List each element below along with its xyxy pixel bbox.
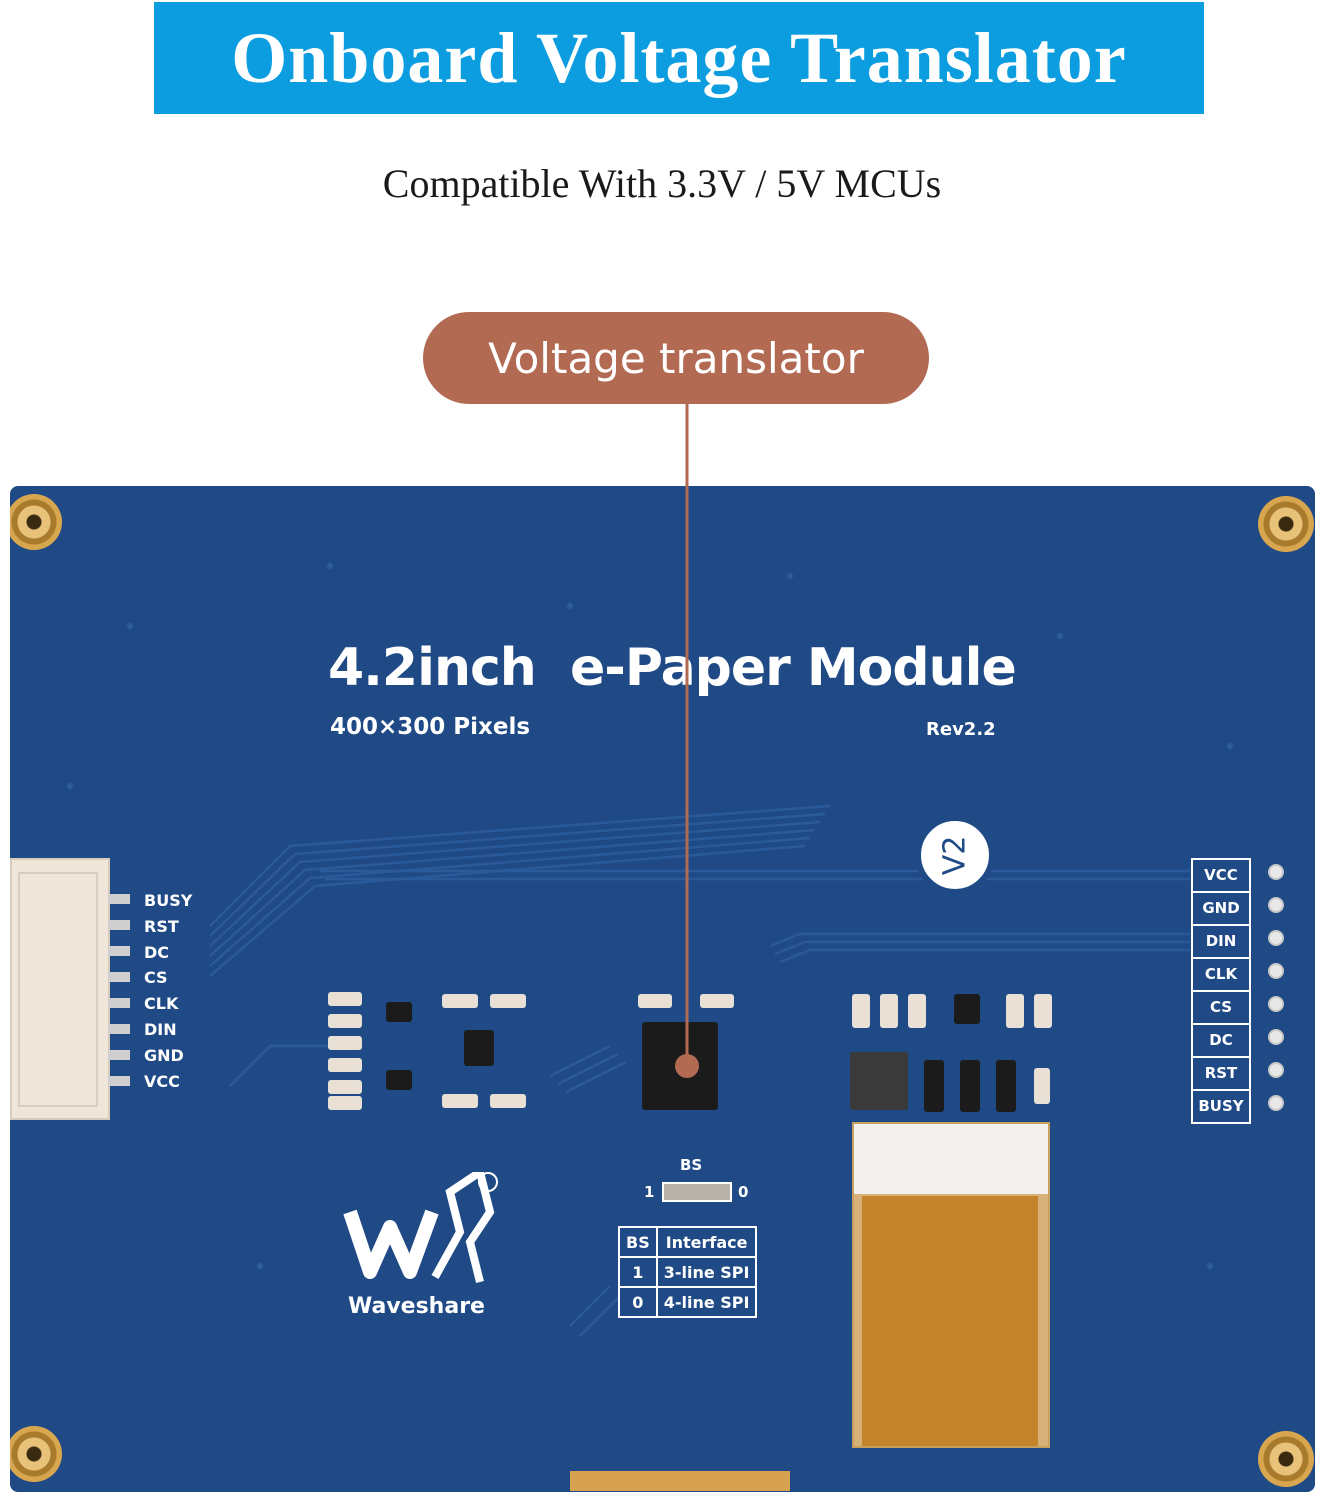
right-pin-label: VCC (1193, 860, 1249, 893)
version-mark-label: V2 (937, 835, 973, 875)
left-pin-label: BUSY (144, 891, 193, 910)
display-fpc-connector (852, 1122, 1050, 1448)
smd-resistor (880, 994, 898, 1028)
voltage-translator-chip (642, 1022, 718, 1110)
right-pin-label: CLK (1193, 959, 1249, 992)
smd-capacitor (1034, 1068, 1050, 1104)
mounting-screw (1258, 1431, 1314, 1487)
board-resolution: 400×300 Pixels (330, 714, 531, 740)
smd-resistor (328, 1058, 362, 1072)
transistor (386, 1070, 412, 1090)
smd-resistor (328, 992, 362, 1006)
right-pin-label: DC (1193, 1025, 1249, 1058)
smd-capacitor (442, 994, 478, 1008)
left-pin-label: GND (144, 1045, 184, 1065)
left-pin-label: CLK (144, 994, 179, 1014)
bs-table-cell: 0 (618, 1286, 658, 1318)
version-mark: V2 (915, 815, 995, 895)
bs-table-cell: 1 (618, 1256, 658, 1288)
smd-capacitor (638, 994, 672, 1008)
callout-label: Voltage translator (488, 333, 864, 383)
right-pin-label: GND (1193, 893, 1249, 926)
bs-table-cell: 3-line SPI (655, 1256, 758, 1288)
left-pin-label: CS (144, 968, 168, 988)
board-title: 4.2inch e-Paper Module (328, 638, 1017, 698)
voltage-translator-callout: Voltage translator (423, 312, 929, 404)
waveshare-logo-icon (343, 1172, 498, 1283)
diode (960, 1060, 980, 1112)
board-revision: Rev2.2 (926, 719, 996, 740)
regulator-chip (464, 1030, 494, 1066)
transistor (954, 994, 980, 1024)
bs-switch-one: 1 (644, 1183, 655, 1201)
bs-switch-zero: 0 (738, 1183, 749, 1201)
smd-capacitor (700, 994, 734, 1008)
smd-resistor (1034, 994, 1052, 1028)
smd-capacitor (442, 1094, 478, 1108)
bs-table-header: Interface (655, 1226, 758, 1258)
mounting-screw (10, 1426, 62, 1482)
page-subtitle: Compatible With 3.3V / 5V MCUs (382, 161, 942, 206)
bs-interface-table: BS Interface 1 3-line SPI 0 4-line SPI (618, 1226, 758, 1318)
right-pin-label: DIN (1193, 926, 1249, 959)
smd-capacitor (490, 1094, 526, 1108)
diode (924, 1060, 944, 1112)
left-pin-label: VCC (144, 1071, 180, 1091)
smd-resistor (908, 994, 926, 1028)
brand-name: Waveshare (348, 1294, 485, 1319)
mounting-screw (10, 494, 62, 550)
left-pin-label: DC (144, 942, 170, 962)
bs-switch (662, 1182, 732, 1202)
smd-capacitor (490, 994, 526, 1008)
right-pin-label: CS (1193, 992, 1249, 1025)
left-pin-label: DIN (144, 1019, 177, 1039)
transistor (386, 1002, 412, 1022)
smd-resistor (328, 1014, 362, 1028)
display-ribbon (570, 1471, 790, 1491)
smd-resistor (328, 1036, 362, 1050)
right-pin-label: BUSY (1198, 1097, 1244, 1115)
bs-table-cell: 4-line SPI (655, 1286, 758, 1318)
pcb-traces (67, 563, 1233, 1337)
pin-holes (1268, 864, 1284, 1128)
epaper-board: 4.2inch e-Paper Module 400×300 Pixels Re… (10, 486, 1315, 1492)
smd-resistor (328, 1080, 362, 1094)
right-pin-labels: VCC GND DIN CLK CS DC RST BUSY (1191, 858, 1251, 1124)
page-title: Onboard Voltage Translator (231, 17, 1127, 98)
left-pin-labels: BUSY RST DC CS CLK DIN GND VCC (144, 888, 192, 1094)
left-pin-label: RST (144, 916, 179, 936)
smd-resistor (328, 1096, 362, 1110)
mounting-screw (1258, 496, 1314, 552)
right-pin-label: RST (1193, 1058, 1249, 1091)
smd-resistor (852, 994, 870, 1028)
smd-resistor (1006, 994, 1024, 1028)
connector-pins (108, 894, 130, 1086)
bs-switch-label: BS (680, 1156, 703, 1174)
title-banner: Onboard Voltage Translator (154, 2, 1204, 114)
inductor (850, 1052, 908, 1110)
left-connector (10, 858, 110, 1120)
diode (996, 1060, 1016, 1112)
bs-table-header: BS (618, 1226, 658, 1258)
